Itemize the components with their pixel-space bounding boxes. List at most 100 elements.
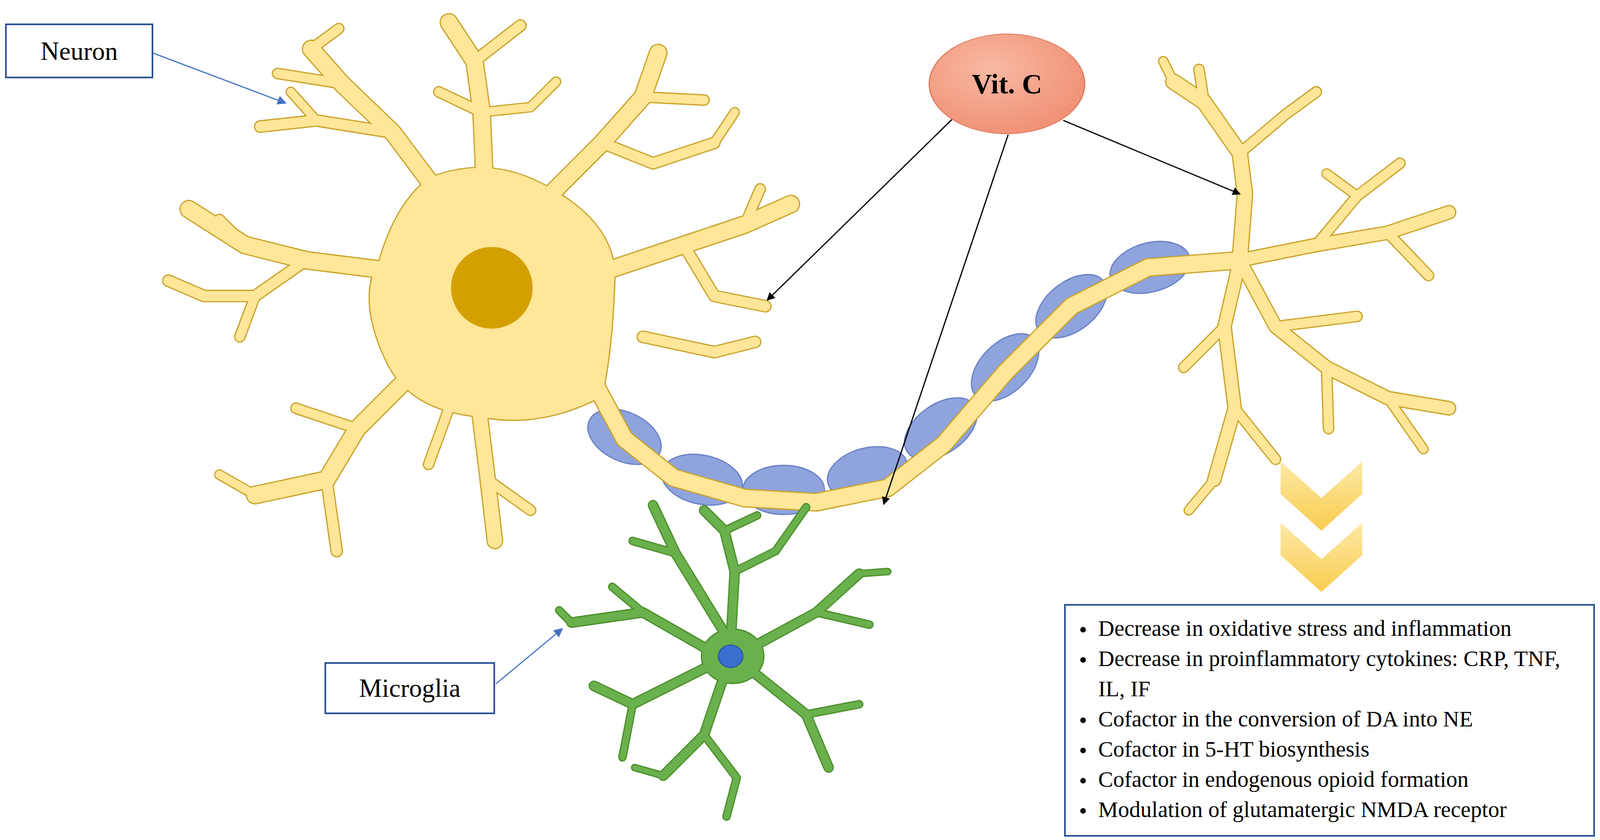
microglia-branch [704,735,737,817]
microglia-body [702,629,764,684]
label-box: Neuron [5,23,154,79]
neuron-branch [326,480,337,552]
neuron-branch [1387,398,1424,450]
neuron-branch [311,28,339,50]
microglia-branch [634,767,664,776]
neuron-branch [168,260,307,296]
neuron-branch [438,91,482,113]
neuron-branch [255,377,409,496]
bullet-item: Cofactor in endogenous opioid formation [1080,764,1579,795]
neuron-branch [326,480,337,552]
neuron-branch [1387,232,1429,276]
neuron-branch [1239,91,1317,154]
neuron-branch [311,28,339,50]
neuron-branch [1214,260,1241,480]
leader-line [153,53,563,685]
bullet-item: Cofactor in the conversion of DA into NE [1080,704,1579,735]
effect-text: Decrease in proinflammatory cytokines: C… [1098,643,1579,705]
microglia-branch [859,571,888,574]
neuron-branch [642,96,704,100]
microglia-branch [745,665,830,769]
neuron-soma [369,167,615,420]
neuron-branch [1275,316,1358,327]
neuron-branch [642,96,704,100]
microglia-branch [634,767,664,776]
bullet-item: Modulation of glutamatergic NMDA recepto… [1080,794,1579,826]
neuron-branch [481,81,557,113]
microglia-branch [594,663,715,705]
neuron-branch [1326,173,1358,196]
neuron-branch [596,260,1240,503]
microglia-branch [704,735,737,817]
neuron-branch [219,474,256,496]
neuron-branch [1188,480,1215,511]
microglia-branch [724,515,757,531]
label-box: Microglia [324,662,496,715]
microglia-branch [652,505,731,643]
microglia-branch [571,612,714,654]
microglia-branch [816,612,870,625]
neuron-branch [168,260,307,296]
neuron-branch [1198,69,1204,102]
neuron-branch [487,480,531,511]
bullet-dot [1080,657,1086,663]
microglia-branch [612,586,643,613]
microglia-branch [816,612,870,625]
neuron-branch [428,408,449,465]
neuron-branch [546,53,659,200]
neuron-branch [1275,316,1358,327]
neuron-branch [1387,232,1429,276]
neuron-branch [219,474,256,496]
neuron-branch [642,336,756,352]
microglia-branch [806,704,860,715]
neuron-branch [219,219,246,246]
vitc-arrow [767,117,1241,505]
microglia-branch [632,540,676,554]
neuron-branch [1214,260,1241,480]
bullet-item: Decrease in proinflammatory cytokines: C… [1080,643,1579,705]
neuron-branch [1239,91,1317,154]
neuron-branch [601,143,715,164]
neuron-branch [1163,61,1174,83]
microglia-branch [571,612,714,654]
microglia-branch [734,507,807,572]
effects-box: Decrease in oxidative stress and inflamm… [1064,604,1595,837]
neuron-branch [1188,480,1215,511]
microglia-branch [622,704,633,758]
node-text: Vit. C [971,67,1043,101]
vitamin-ellipse: Vit. C [928,33,1086,135]
neuron-branch [1326,367,1329,430]
neuron-branch [1326,367,1329,430]
neuron-branch [714,112,735,144]
neuron-branch [1163,61,1174,83]
neuron-branch [546,53,659,200]
neuron-branch [295,408,357,430]
effect-text: Cofactor in the conversion of DA into NE [1098,704,1474,735]
neuron-branch [601,143,715,164]
chevron [1280,461,1363,593]
neuron-branch [745,189,761,225]
neuron-branch [295,408,357,430]
neuron-branch [290,91,317,121]
nucleus [450,247,533,329]
bullet-dot [1080,627,1086,633]
neuron-branch [714,112,735,144]
microglia-branch [859,571,888,574]
microglia-branch [594,663,715,705]
bullet-item: Cofactor in 5-HT biosynthesis [1080,734,1579,765]
microglia-branch [622,704,633,758]
bullet-dot [1080,747,1086,754]
node-text: Neuron [40,36,119,67]
neuron-branch [481,81,557,113]
neuron-branch [1183,326,1225,368]
neuron-branch [428,408,449,465]
microglia-body [702,629,764,684]
node-text: Microglia [359,673,461,704]
neuron-soma [369,167,615,420]
effect-text: Cofactor in 5-HT biosynthesis [1098,734,1370,765]
bullet-item: Decrease in oxidative stress and inflamm… [1080,613,1579,644]
microglia-branch [745,573,860,652]
neuron-branch [606,204,791,271]
neuron-branch [188,209,388,271]
neuron-branch [596,260,1240,503]
